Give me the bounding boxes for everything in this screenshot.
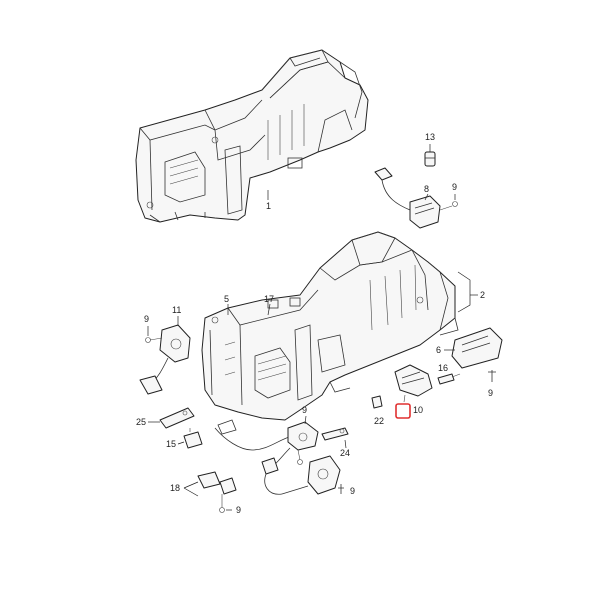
callout-9-top: 9 <box>452 182 457 192</box>
callout-5: 5 <box>224 294 229 304</box>
part-23 <box>197 471 237 513</box>
part-18 <box>371 395 383 409</box>
callout-18: 22 <box>374 416 384 426</box>
bolt-9-right <box>488 370 496 382</box>
wiring-harness <box>214 419 341 495</box>
part-6 <box>451 327 503 369</box>
callout-25: 25 <box>136 417 146 427</box>
servo-motor-8 <box>374 167 458 229</box>
servo-11 <box>139 324 191 395</box>
callout-11: 11 <box>172 305 181 315</box>
part-24 <box>321 427 349 441</box>
callout-15: 13 <box>425 132 435 142</box>
bolt-9-harness <box>338 484 344 494</box>
callout-17: 15 <box>166 439 176 449</box>
part-13 <box>394 364 433 403</box>
callout-6: 6 <box>436 345 441 355</box>
callout-1: 1 <box>266 201 271 211</box>
heater-housing-upper <box>135 49 369 223</box>
callout-24: 24 <box>340 448 350 458</box>
callout-16: 16 <box>438 363 448 373</box>
callout-9-right: 9 <box>488 388 493 398</box>
heater-housing-lower <box>201 231 459 421</box>
highlight-box <box>395 403 411 419</box>
callout-9-bottom: 9 <box>236 505 241 515</box>
callout-22: 17 <box>264 294 274 304</box>
callout-23: 18 <box>170 483 180 493</box>
callout-9-harness: 9 <box>350 486 355 496</box>
callout-2: 2 <box>480 290 485 300</box>
callout-8: 8 <box>424 184 429 194</box>
callout-10: 9 <box>302 405 307 415</box>
part-15 <box>424 151 436 167</box>
part-25 <box>159 407 195 429</box>
callout-9-left: 9 <box>144 314 149 324</box>
part-17 <box>183 428 203 449</box>
bolt-16 <box>437 373 461 385</box>
callout-13: 10 <box>413 405 423 415</box>
